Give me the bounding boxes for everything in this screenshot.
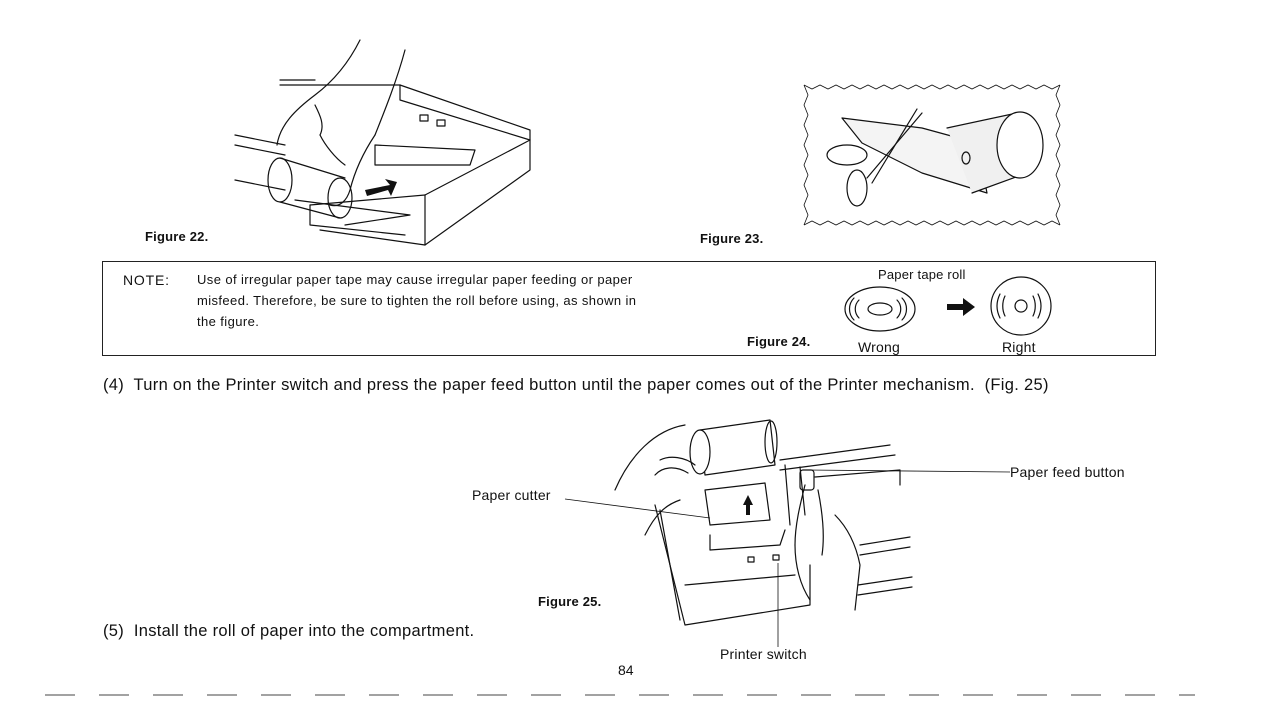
bottom-edge-divider: [45, 694, 1195, 696]
note-box: [102, 261, 1156, 356]
paper-feed-button-label: Paper feed button: [1010, 464, 1125, 480]
arrow-right-icon: [947, 298, 975, 316]
figure-25-label: Figure 25.: [538, 594, 602, 609]
note-heading: NOTE:: [123, 272, 170, 288]
figure-24-title: Paper tape roll: [878, 267, 966, 282]
printer-switch-label: Printer switch: [720, 646, 807, 662]
note-line-1: Use of irregular paper tape may cause ir…: [197, 272, 633, 287]
note-line-2: misfeed. Therefore, be sure to tighten t…: [197, 293, 637, 308]
note-text: Use of irregular paper tape may cause ir…: [197, 269, 717, 332]
page-number: 84: [618, 662, 634, 678]
figure-24-label: Figure 24.: [747, 334, 811, 349]
right-label: Right: [1002, 339, 1036, 355]
loose-roll-icon: [844, 286, 916, 332]
tight-roll-icon: [990, 276, 1052, 336]
figure-23-illustration: [803, 84, 1061, 226]
figure-25-illustration: [564, 419, 1011, 647]
figure-22-illustration: [234, 39, 531, 246]
step-4-text: (4) Turn on the Printer switch and press…: [103, 376, 1049, 394]
paper-cutter-label: Paper cutter: [472, 487, 551, 503]
step-5-text: (5) Install the roll of paper into the c…: [103, 622, 475, 640]
note-line-3: the figure.: [197, 314, 260, 329]
figure-22-label: Figure 22.: [145, 229, 209, 244]
wrong-label: Wrong: [858, 339, 900, 355]
figure-23-label: Figure 23.: [700, 231, 764, 246]
